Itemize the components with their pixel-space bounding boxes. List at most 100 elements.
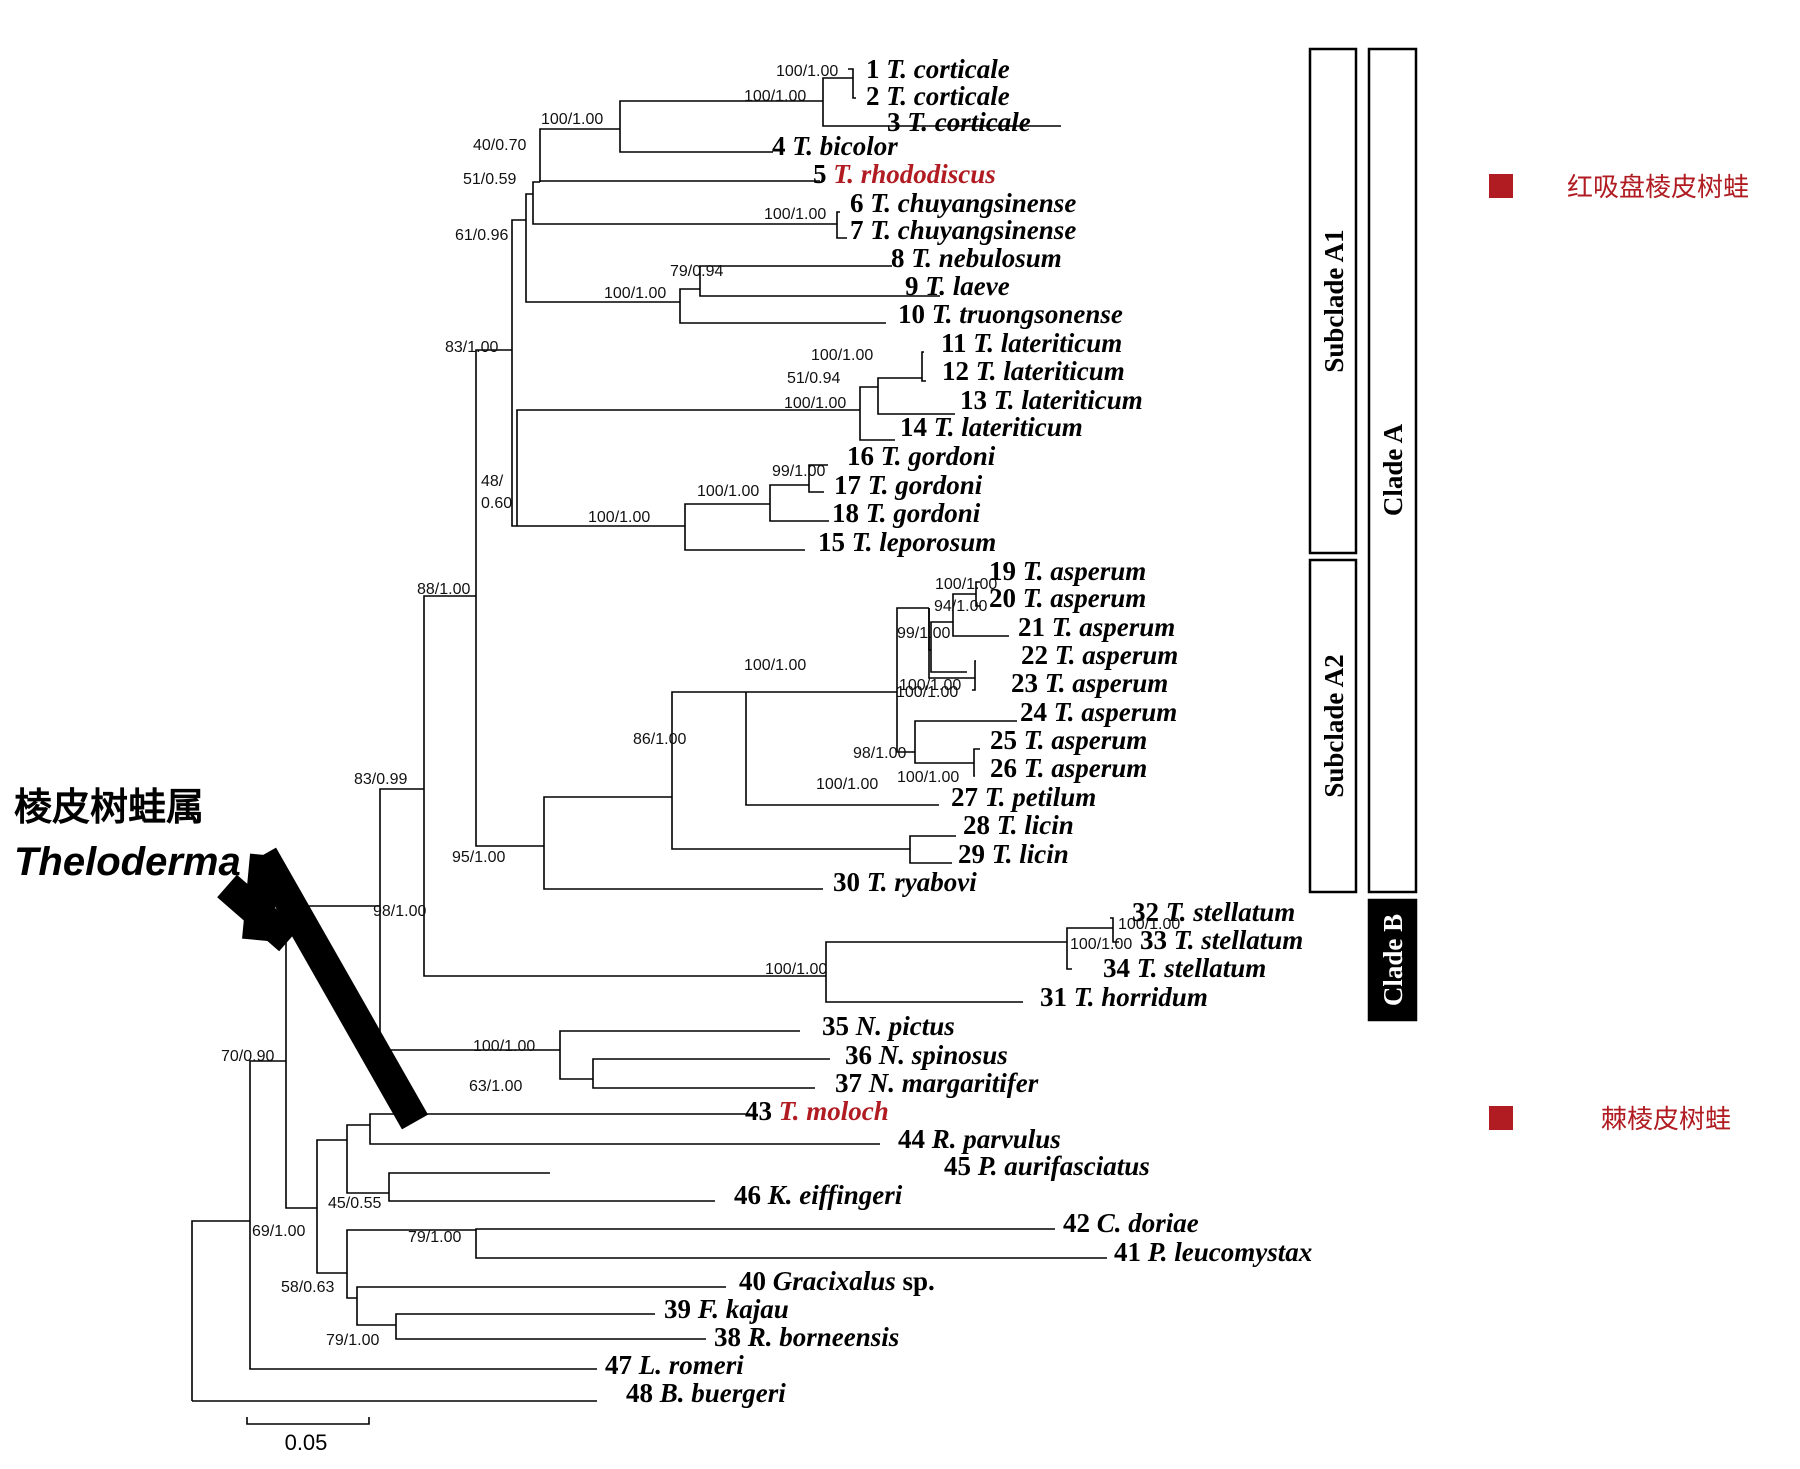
legend-text-1: 红吸盘棱皮树蛙 [1567, 173, 1749, 203]
tip-label: 39 F. kajau [664, 1294, 789, 1324]
tip-species-name: T. gordoni [866, 498, 981, 528]
tip-number: 22 [1021, 640, 1055, 670]
support-value: 69/1.00 [252, 1223, 305, 1240]
tip-label: 28 T. licin [963, 810, 1074, 840]
tip-number: 12 [942, 356, 976, 386]
support-value: 100/1.00 [1070, 936, 1132, 953]
scale-bar-label: 0.05 [285, 1430, 328, 1455]
tip-label: 12 T. lateriticum [942, 356, 1125, 386]
tip-label: 14 T. lateriticum [900, 412, 1083, 442]
subclade-a1-bar [1308, 47, 1358, 555]
support-value: 88/1.00 [417, 581, 470, 598]
support-value: 51/0.94 [787, 370, 840, 387]
tip-suffix: sp. [896, 1266, 935, 1296]
tip-number: 23 [1011, 668, 1045, 698]
tip-number: 14 [900, 412, 934, 442]
tip-label: 16 T. gordoni [847, 441, 996, 471]
tip-species-name: T. nebulosum [911, 243, 1062, 273]
tip-number: 8 [891, 243, 911, 273]
clade-b-label: Clade B [1378, 914, 1408, 1006]
tree-branches [191, 68, 1119, 1402]
tip-species-name: T. asperum [1023, 583, 1147, 613]
tip-species-name: B. buergeri [659, 1378, 787, 1408]
support-value: 100/1.00 [811, 347, 873, 364]
tip-species-name: T. asperum [1055, 640, 1179, 670]
subclade-a1-label: Subclade A1 [1319, 229, 1349, 372]
clade-a-label: Clade A [1378, 423, 1408, 516]
clade-a-bar [1367, 47, 1418, 894]
tip-species-name: T. asperum [1024, 725, 1148, 755]
tip-label: 6 T. chuyangsinense [850, 188, 1076, 218]
support-value: 79/1.00 [326, 1332, 379, 1349]
genus-marker-icon [217, 847, 429, 1130]
support-value: 100/1.00 [935, 576, 997, 593]
tip-number: 7 [850, 215, 870, 245]
tip-number: 41 [1114, 1237, 1148, 1267]
tip-label: 3 T. corticale [887, 107, 1031, 137]
subclade-a2-label: Subclade A2 [1319, 654, 1349, 797]
tip-species-name: T. gordoni [868, 470, 983, 500]
tip-species-name: T. stellatum [1137, 953, 1267, 983]
tip-label: 13 T. lateriticum [960, 385, 1143, 415]
tip-species-name: T. licin [992, 839, 1069, 869]
tip-number: 26 [990, 753, 1024, 783]
tip-label: 27 T. petilum [951, 782, 1096, 812]
support-value: 100/1.00 [765, 961, 827, 978]
tip-species-name: F. kajau [697, 1294, 789, 1324]
tip-number: 24 [1020, 697, 1054, 727]
tip-label: 36 N. spinosus [845, 1040, 1008, 1070]
support-value: 98/1.00 [853, 745, 906, 762]
tip-species-name: T. asperum [1045, 668, 1169, 698]
tip-label: 8 T. nebulosum [891, 243, 1062, 273]
support-value: 95/1.00 [452, 849, 505, 866]
tip-species-name: T. corticale [907, 107, 1030, 137]
tip-label: 19 T. asperum [989, 556, 1146, 586]
tip-number: 36 [845, 1040, 879, 1070]
tip-number: 27 [951, 782, 985, 812]
tip-number: 42 [1063, 1208, 1097, 1238]
tip-number: 34 [1103, 953, 1137, 983]
tip-species-name: L. romeri [638, 1350, 744, 1380]
tip-species-name: T. leporosum [852, 527, 997, 557]
tip-number: 19 [989, 556, 1023, 586]
tip-label: 1 T. corticale [866, 54, 1010, 84]
tip-label: 7 T. chuyangsinense [850, 215, 1076, 245]
support-value: 94/1.00 [934, 598, 987, 615]
support-value: 86/1.00 [633, 731, 686, 748]
support-value: 58/0.63 [281, 1279, 334, 1296]
tip-label: 17 T. gordoni [834, 470, 983, 500]
support-value: 48/ [481, 473, 504, 490]
tip-label: 30 T. ryabovi [833, 867, 977, 897]
support-value: 83/0.99 [354, 771, 407, 788]
tip-number: 20 [989, 583, 1023, 613]
tip-species-name: T. lateriticum [994, 385, 1143, 415]
support-value: 100/1.00 [744, 657, 806, 674]
support-value: 100/1.00 [896, 684, 958, 701]
tip-label: 48 B. buergeri [626, 1378, 786, 1408]
tip-label: 25 T. asperum [990, 725, 1147, 755]
tip-number: 33 [1140, 925, 1174, 955]
tip-species-name: Gracixalus [773, 1266, 896, 1296]
tip-species-name: T. asperum [1054, 697, 1178, 727]
tip-species-name: T. stellatum [1166, 897, 1296, 927]
tip-label: 15 T. leporosum [818, 527, 996, 557]
tip-species-name: T. laeve [925, 271, 1009, 301]
tip-label: 9 T. laeve [905, 271, 1010, 301]
tip-label: 22 T. asperum [1021, 640, 1178, 670]
tip-number: 43 [745, 1096, 779, 1126]
tip-number: 2 [866, 81, 886, 111]
support-value: 100/1.00 [784, 395, 846, 412]
tip-species-name: T. corticale [886, 54, 1009, 84]
genus-latin-label: Theloderma [14, 840, 241, 884]
legend-marker-2 [1489, 1106, 1513, 1130]
tip-label: 31 T. horridum [1040, 982, 1208, 1012]
support-value: 83/1.00 [445, 339, 498, 356]
tip-label: 29 T. licin [958, 839, 1069, 869]
support-value: 100/1.00 [764, 206, 826, 223]
tip-number: 11 [941, 328, 973, 358]
tip-number: 44 [898, 1124, 932, 1154]
support-value: 100/1.00 [897, 769, 959, 786]
support-value: 0.60 [481, 495, 512, 512]
tip-label: 4 T. bicolor [772, 131, 898, 161]
